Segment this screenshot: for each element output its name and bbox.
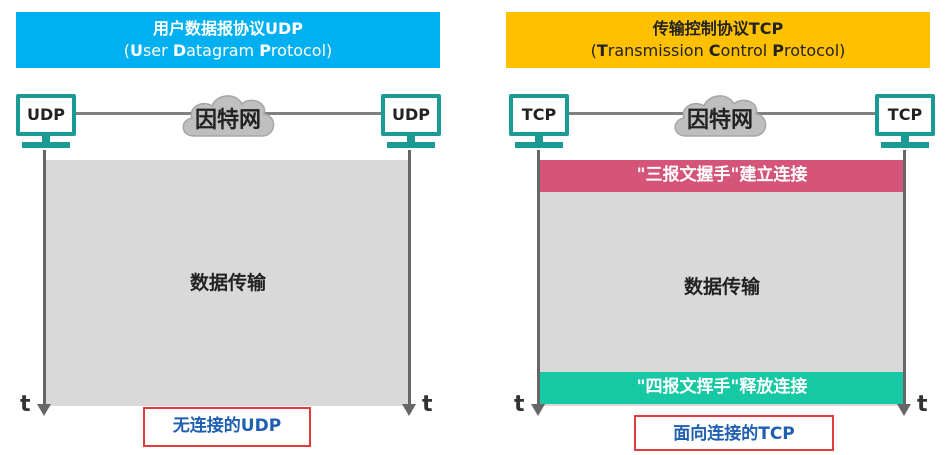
udp-right-time-arrow-icon: [402, 404, 416, 416]
tcp-left-time-label: t: [514, 392, 525, 417]
tcp-teardown-band: "四报文挥手"释放连接: [540, 372, 904, 404]
tcp-right-computer-label: TCP: [875, 94, 935, 136]
tcp-caption: 面向连接的TCP: [634, 415, 834, 451]
tcp-title: 传输控制协议TCP: [652, 19, 784, 38]
udp-right-computer-icon: UDP: [381, 94, 441, 154]
udp-internet-cloud-icon: 因特网: [176, 86, 280, 144]
tcp-internet-cloud-icon: 因特网: [668, 86, 772, 144]
tcp-right-time-arrow-icon: [897, 404, 911, 416]
udp-title-banner: 用户数据报协议UDP (User Datagram Protocol): [16, 12, 440, 68]
tcp-handshake-band: "三报文握手"建立连接: [540, 160, 904, 192]
udp-title: 用户数据报协议UDP: [152, 19, 303, 38]
tcp-left-computer-icon: TCP: [509, 94, 569, 154]
udp-left-time-arrow-icon: [37, 404, 51, 416]
udp-data-area: [46, 160, 410, 406]
udp-data-transfer-label: 数据传输: [189, 272, 266, 294]
tcp-left-timeline: [537, 150, 540, 406]
tcp-right-time-label: t: [917, 392, 928, 417]
tcp-title-banner: 传输控制协议TCP (Transmission Control Protocol…: [506, 12, 930, 68]
tcp-right-timeline: [903, 150, 906, 406]
udp-caption: 无连接的UDP: [143, 407, 311, 447]
tcp-right-computer-icon: TCP: [875, 94, 935, 154]
tcp-data-transfer-label: 数据传输: [683, 276, 760, 298]
tcp-subtitle: (Transmission Control Protocol): [590, 41, 846, 60]
tcp-left-computer-label: TCP: [509, 94, 569, 136]
udp-left-computer-icon: UDP: [16, 94, 76, 154]
tcp-left-time-arrow-icon: [531, 404, 545, 416]
udp-right-timeline: [408, 150, 411, 406]
udp-internet-label: 因特网: [194, 108, 261, 133]
udp-right-computer-label: UDP: [381, 94, 441, 136]
udp-left-time-label: t: [20, 392, 31, 417]
udp-left-timeline: [43, 150, 46, 406]
udp-left-computer-label: UDP: [16, 94, 76, 136]
tcp-internet-label: 因特网: [686, 108, 753, 133]
udp-subtitle: (User Datagram Protocol): [123, 41, 333, 60]
tcp-data-area: [540, 160, 904, 406]
udp-right-time-label: t: [422, 392, 433, 417]
